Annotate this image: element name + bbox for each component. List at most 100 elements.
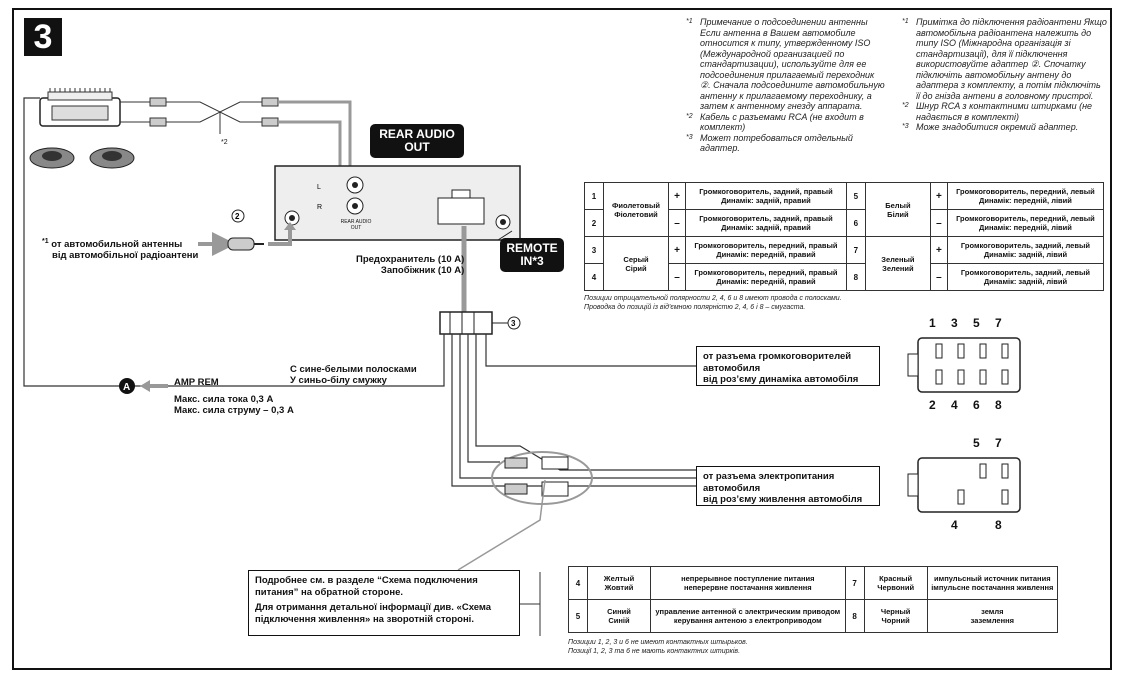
- wire-function: Громкоговоритель, передний, левый Динамі…: [946, 209, 1105, 237]
- table-row: 4 Желтый Жовтий непрерывное поступление …: [568, 566, 1059, 600]
- pin-label: 8: [995, 518, 1002, 532]
- pin-label: 8: [995, 398, 1002, 412]
- wire-function: земля заземлення: [926, 599, 1059, 633]
- wire-function: Громкоговоритель, задний, левый Динамік:…: [946, 236, 1105, 264]
- speaker-wire-table: 1 Фиолетовый Фіолетовий + Громкоговорите…: [584, 182, 1105, 291]
- wire-polarity: –: [668, 209, 686, 237]
- wire-number: 6: [845, 209, 866, 237]
- wire-function: Громкоговоритель, передний, левый Динамі…: [946, 182, 1105, 210]
- remote-pointer: [497, 230, 513, 241]
- rca-cable: [120, 97, 352, 170]
- wire-polarity: +: [668, 236, 686, 264]
- wire-number: 5: [845, 182, 866, 210]
- pin-label: 6: [973, 398, 980, 412]
- wire-number: 1: [584, 182, 604, 210]
- wire-function: непрерывное поступление питания неперерв…: [650, 566, 846, 600]
- table-row: 5 Синий Синій управление антенной с элек…: [568, 599, 1059, 633]
- pin-label: 5: [973, 436, 980, 450]
- pin-label: 3: [951, 316, 958, 330]
- wire-polarity: –: [929, 263, 948, 291]
- wire-number: 7: [844, 566, 865, 600]
- wire-number: 5: [568, 599, 588, 633]
- unit-r-label: R: [317, 204, 322, 211]
- wire-polarity: +: [929, 182, 948, 210]
- item-3-number: 3: [511, 319, 516, 328]
- unit-rear-label: REAR AUDIO OUT: [340, 219, 372, 231]
- wire-function: управление антенной с электрическим прив…: [650, 599, 846, 633]
- amp-rem-label: AMP REM: [174, 377, 219, 388]
- wire-color: Желтый Жовтий: [587, 566, 651, 600]
- pin-label: 2: [929, 398, 936, 412]
- wire-number: 3: [584, 236, 604, 264]
- pin-label: 7: [995, 316, 1002, 330]
- wire-color: Зеленый Зелений: [864, 236, 931, 291]
- power-connector-box: от разъема электропитания автомобиля від…: [696, 466, 880, 506]
- antenna-label: *1 от автомобильной антенны від автомобі…: [42, 238, 199, 262]
- table-row: 4 – Громкоговоритель, передний, правый Д…: [584, 263, 1105, 291]
- harness-connector: [439, 311, 493, 335]
- wire-color: Красный Червоний: [863, 566, 928, 600]
- wire-function: Громкоговоритель, передний, правый Динам…: [685, 236, 847, 264]
- power-wire-table: 4 Желтый Жовтий непрерывное поступление …: [568, 566, 1059, 633]
- pin-label: 5: [973, 316, 980, 330]
- speaker-note: Позиции отрицательной полярности 2, 4, 6…: [584, 295, 842, 311]
- pin-label: 4: [951, 398, 958, 412]
- speaker-icon: [89, 147, 135, 169]
- table-row: 3 Серый Сірий + Громкоговоритель, передн…: [584, 236, 1105, 291]
- wire-number: 8: [844, 599, 865, 633]
- pin-label: 4: [951, 518, 958, 532]
- wire-function: Громкоговоритель, задний, левый Динамік:…: [946, 263, 1105, 291]
- reference-text-ru: Подробнее см. в разделе “Схема подключен…: [255, 575, 478, 598]
- wire-color: Белый Білий: [864, 182, 931, 237]
- star2-label: *2: [221, 139, 228, 146]
- remote-in-callout: REMOTE IN*3: [500, 238, 564, 272]
- wire-number: 4: [584, 263, 604, 291]
- circle-a-label: A: [123, 382, 130, 393]
- wire-color: Серый Сірий: [603, 236, 669, 291]
- wire-function: Громкоговоритель, передний, правый Динам…: [685, 263, 847, 291]
- wire-number: 4: [568, 566, 588, 600]
- wire-number: 8: [845, 263, 866, 291]
- power-connector-diagram: [907, 457, 1021, 513]
- fuse-label: Предохранитель (10 A)Запобіжник (10 A): [356, 254, 465, 276]
- amplifier-icon: [39, 88, 121, 127]
- wire-polarity: –: [668, 263, 686, 291]
- unit-l-label: L: [317, 184, 321, 191]
- power-note: Позиции 1, 2, 3 и 6 не имеют контактных …: [568, 639, 748, 655]
- wire-color: Синий Синій: [587, 599, 651, 633]
- wire-number: 7: [845, 236, 866, 264]
- speaker-connector-diagram: [907, 337, 1021, 393]
- pin-label: 1: [929, 316, 936, 330]
- harness-wires: [23, 97, 700, 487]
- circle-a-marker: [119, 378, 135, 394]
- rear-audio-out-callout: REAR AUDIO OUT: [370, 124, 464, 158]
- wire-function: Громкоговоритель, задний, правый Динамік…: [685, 182, 847, 210]
- wire-number: 2: [584, 209, 604, 237]
- speaker-connector-box: от разъема громкоговорителей автомобиля …: [696, 346, 880, 386]
- reference-text-uk: Для отримання детальної інформації див. …: [255, 602, 492, 625]
- speaker-icon: [29, 147, 75, 169]
- wire-function: Громкоговоритель, задний, правый Динамік…: [685, 209, 847, 237]
- step-number: 3: [24, 18, 62, 56]
- pin-label: 7: [995, 436, 1002, 450]
- wire-polarity: +: [668, 182, 686, 210]
- wire-function: импульсный источник питания імпульсне по…: [926, 566, 1059, 600]
- power-plugs: [457, 451, 593, 571]
- antenna-adapter: [198, 209, 296, 256]
- diagram-frame: [12, 8, 1112, 670]
- power-diagram-reference-box: Подробнее см. в разделе “Схема подключен…: [248, 570, 520, 636]
- table-row: 1 Фиолетовый Фіолетовий + Громкоговорите…: [584, 182, 1105, 237]
- wire-color: Черный Чорний: [863, 599, 928, 633]
- wire-color: Фиолетовый Фіолетовий: [603, 182, 669, 237]
